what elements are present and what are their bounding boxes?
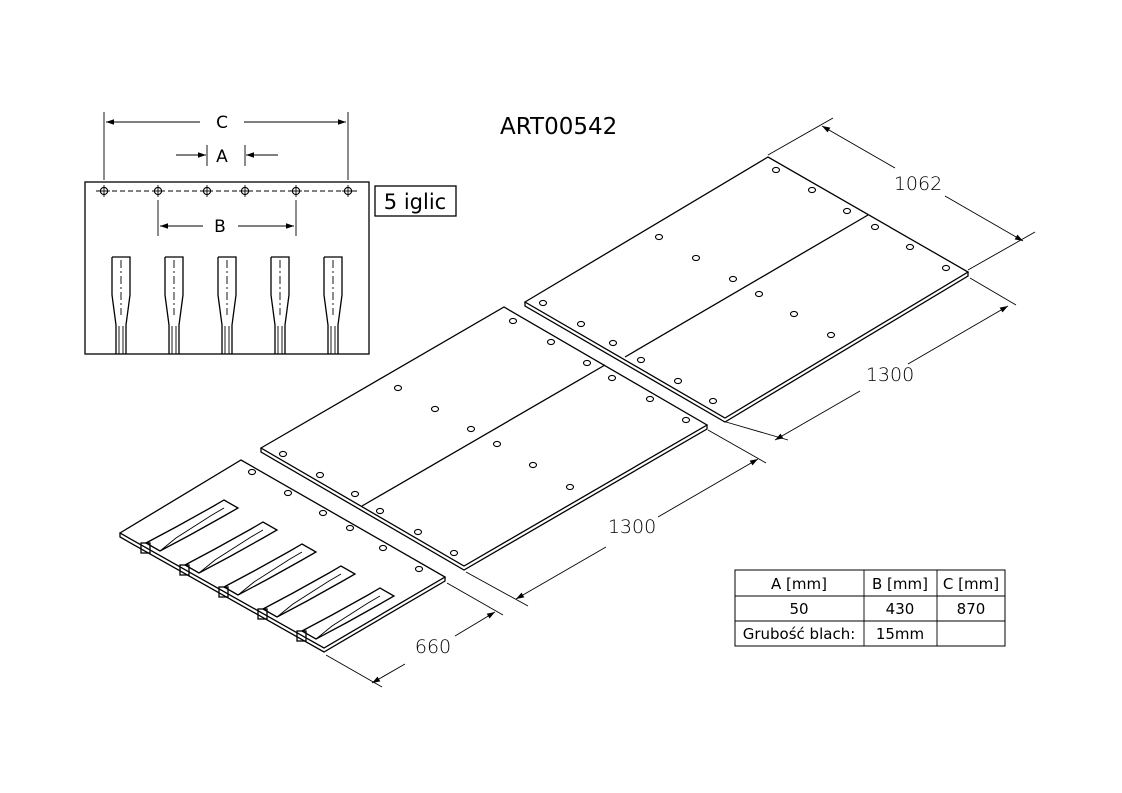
plate-top: [523, 156, 970, 423]
table-header-c: C [mm]: [943, 575, 999, 593]
needle-detail-view: C A B: [84, 112, 457, 355]
dimension-width-1062: 1062: [894, 173, 942, 195]
needle-slots: [140, 499, 396, 642]
table-value-c: 870: [957, 600, 986, 618]
dimension-length-middle-1300: 1300: [608, 516, 656, 538]
table-header-a: A [mm]: [771, 575, 827, 593]
needle: [323, 256, 343, 354]
dimension-lines: 1062 1300 1300 660: [325, 117, 1036, 688]
pin-holes: [98, 185, 354, 197]
dimension-c-label: C: [216, 113, 228, 133]
needle-count-label: 5 iglic: [384, 190, 446, 214]
table-thickness-value: 15mm: [876, 625, 924, 643]
dimension-length-front-660: 660: [415, 636, 451, 658]
detail-frame: [84, 181, 370, 355]
plate-front: [118, 459, 447, 653]
table-header-b: B [mm]: [872, 575, 928, 593]
needle: [270, 256, 290, 354]
dimension-b-label: B: [214, 217, 226, 237]
drawing-title: ART00542: [500, 114, 617, 140]
plate-middle: [259, 306, 709, 571]
needles: [111, 256, 343, 354]
plate-holes: [247, 468, 424, 573]
table-value-b: 430: [886, 600, 915, 618]
needle: [217, 256, 237, 354]
dimension-a-label: A: [216, 147, 228, 167]
needle: [164, 256, 184, 354]
plate-holes: [278, 317, 691, 557]
dimension-table: A [mm] B [mm] C [mm] 50 430 870 Grubość …: [734, 569, 1006, 647]
needle-count-box: [374, 185, 457, 217]
table-value-a: 50: [789, 600, 808, 618]
dimension-length-top-1300: 1300: [866, 364, 914, 386]
table-thickness-label: Grubość blach:: [743, 625, 856, 643]
needle: [111, 256, 131, 354]
plate-holes: [538, 166, 951, 405]
